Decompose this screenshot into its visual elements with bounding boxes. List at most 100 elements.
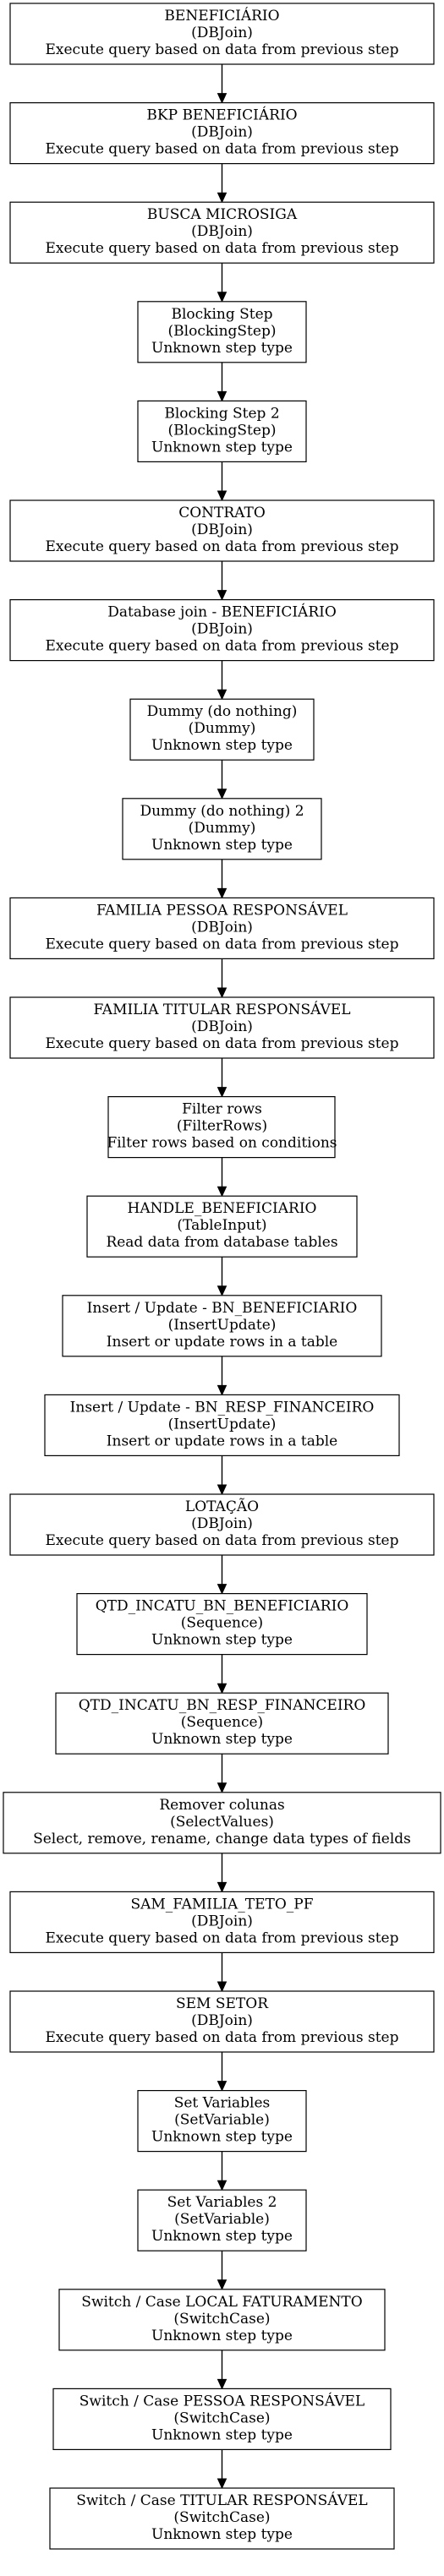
step-description: Unknown step type <box>151 837 293 854</box>
step-box <box>137 2189 307 2251</box>
step-box <box>49 2487 395 2550</box>
arrowhead <box>217 987 227 999</box>
step-box <box>9 201 435 264</box>
arrowhead <box>217 93 227 104</box>
step-box <box>9 996 435 1059</box>
step-node: Switch / Case PESSOA RESPONSÁVEL(SwitchC… <box>52 2388 392 2450</box>
step-type: (BlockingStep) <box>168 323 277 340</box>
step-node: QTD_INCATU_BN_RESP_FINANCEIRO(Sequence)U… <box>55 1692 389 1755</box>
step-description: Unknown step type <box>151 2526 293 2543</box>
step-type: (SwitchCase) <box>173 2509 270 2526</box>
step-node: Set Variables(SetVariable)Unknown step t… <box>137 2090 307 2153</box>
arrowhead <box>217 1981 227 1993</box>
step-box <box>9 1493 435 1556</box>
step-node: CONTRATO(DBJoin)Execute query based on d… <box>9 499 435 562</box>
step-type: (DBJoin) <box>191 25 253 41</box>
step-name: Insert / Update - BN_RESP_FINANCEIRO <box>70 1399 375 1416</box>
step-description: Insert or update rows in a table <box>107 1433 337 1449</box>
step-node: Filter rows(FilterRows)Filter rows based… <box>107 1095 337 1159</box>
step-name: SAM_FAMILIA_TETO_PF <box>130 1896 313 1913</box>
step-name: SEM SETOR <box>176 1995 269 2012</box>
step-type: (SetVariable) <box>174 2112 270 2129</box>
step-description: Unknown step type <box>151 1731 293 1748</box>
step-description: Insert or update rows in a table <box>107 1334 337 1351</box>
step-box <box>129 698 315 761</box>
arrowhead <box>217 789 227 800</box>
step-name: BKP BENEFICIÁRIO <box>146 106 297 124</box>
step-type: (DBJoin) <box>191 919 253 936</box>
step-node: BENEFICIÁRIO(DBJoin)Execute query based … <box>9 3 435 65</box>
step-box <box>62 1295 382 1357</box>
step-node: Insert / Update - BN_RESP_FINANCEIRO(Ins… <box>44 1394 400 1457</box>
step-box <box>9 499 435 562</box>
step-description: Execute query based on data from previou… <box>45 1035 398 1052</box>
arrowhead <box>217 1384 227 1396</box>
step-type: (Dummy) <box>189 720 256 737</box>
step-name: Blocking Step 2 <box>164 405 279 422</box>
step-type: (BlockingStep) <box>168 422 277 439</box>
step-name: Insert / Update - BN_BENEFICIARIO <box>87 1300 358 1317</box>
step-box <box>55 1692 389 1755</box>
step-description: Execute query based on data from previou… <box>45 638 398 655</box>
step-description: Unknown step type <box>151 1632 293 1649</box>
step-node: SAM_FAMILIA_TETO_PF(DBJoin)Execute query… <box>9 1891 435 1953</box>
step-description: Unknown step type <box>151 2328 293 2344</box>
step-name: HANDLE_BENEFICIARIO <box>128 1200 317 1217</box>
arrowhead <box>217 2478 227 2490</box>
step-node: SEM SETOR(DBJoin)Execute query based on … <box>9 1990 435 2053</box>
step-description: Execute query based on data from previou… <box>45 240 398 257</box>
step-type: (DBJoin) <box>191 621 253 638</box>
step-name: QTD_INCATU_BN_RESP_FINANCEIRO <box>79 1697 366 1714</box>
step-box <box>107 1095 336 1159</box>
arrowhead <box>217 2378 227 2390</box>
step-node: Database join - BENEFICIÁRIO(DBJoin)Exec… <box>9 598 435 662</box>
step-name: QTD_INCATU_BN_BENEFICIARIO <box>96 1598 349 1615</box>
step-box <box>44 1394 400 1457</box>
step-box <box>9 1891 435 1953</box>
step-node: Insert / Update - BN_BENEFICIARIO(Insert… <box>62 1295 382 1357</box>
arrowhead <box>217 1584 227 1595</box>
step-node: FAMILIA PESSOA RESPONSÁVEL(DBJoin)Execut… <box>9 897 435 960</box>
step-description: Unknown step type <box>151 439 293 456</box>
step-node: FAMILIA TITULAR RESPONSÁVEL(DBJoin)Execu… <box>9 996 435 1059</box>
step-description: Unknown step type <box>151 340 293 357</box>
step-description: Unknown step type <box>151 2228 293 2245</box>
arrowhead <box>217 292 227 303</box>
step-name: Switch / Case PESSOA RESPONSÁVEL <box>79 2392 365 2410</box>
step-name: LOTAÇÃO <box>185 1498 259 1515</box>
arrowhead <box>217 1782 227 1794</box>
step-description: Execute query based on data from previou… <box>45 41 398 58</box>
step-name: Remover colunas <box>159 1797 284 1814</box>
arrowhead <box>217 2180 227 2191</box>
arrowhead <box>217 2279 227 2291</box>
step-box <box>9 897 435 960</box>
step-description: Select, remove, rename, change data type… <box>33 1831 411 1847</box>
step-box <box>86 1195 358 1258</box>
step-type: (DBJoin) <box>191 223 253 240</box>
arrowhead <box>217 1683 227 1695</box>
step-description: Execute query based on data from previou… <box>45 2029 398 2046</box>
step-node: Set Variables 2(SetVariable)Unknown step… <box>137 2189 307 2251</box>
step-name: Dummy (do nothing) <box>147 703 298 720</box>
step-description: Execute query based on data from previou… <box>45 936 398 952</box>
step-box <box>3 1792 441 1854</box>
flow-edges <box>217 64 227 2490</box>
step-node: Dummy (do nothing)(Dummy)Unknown step ty… <box>129 698 315 761</box>
step-box <box>137 301 307 363</box>
step-box <box>9 3 435 65</box>
step-name: Dummy (do nothing) 2 <box>140 803 304 820</box>
step-node: Switch / Case TITULAR RESPONSÁVEL(Switch… <box>49 2487 395 2550</box>
arrowhead <box>217 1881 227 1893</box>
step-name: Database join - BENEFICIÁRIO <box>107 603 337 621</box>
arrowhead <box>217 2081 227 2092</box>
step-description: Filter rows based on conditions <box>107 1135 337 1152</box>
step-box <box>9 101 435 165</box>
step-type: (Sequence) <box>181 1714 263 1731</box>
arrowhead <box>217 1285 227 1297</box>
step-type: (Dummy) <box>189 820 256 837</box>
step-box <box>137 2090 307 2153</box>
step-node: Blocking Step 2(BlockingStep)Unknown ste… <box>137 400 307 462</box>
step-box <box>9 598 435 662</box>
step-type: (DBJoin) <box>191 521 253 538</box>
